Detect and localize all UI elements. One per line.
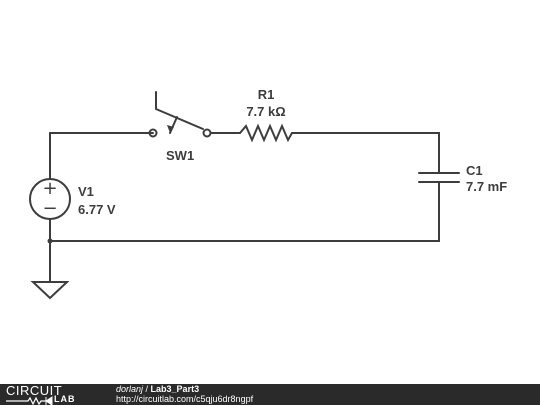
capacitor-value: 7.7 mF — [466, 179, 507, 194]
wire-bottom — [49, 181, 440, 242]
footer-bar: CIRCUIT LAB dorlanj / Lab3_Part3 http://… — [0, 384, 540, 405]
capacitor-label: C1 — [466, 163, 483, 178]
logo-text-top: CIRCUIT — [6, 383, 63, 398]
capacitor-c1[interactable] — [418, 172, 460, 183]
circuitlab-logo[interactable]: CIRCUIT LAB — [4, 383, 104, 405]
path-separator: / — [143, 384, 151, 394]
resistor-label: R1 — [258, 87, 275, 102]
switch-sw1[interactable] — [148, 91, 212, 138]
ground-symbol[interactable] — [30, 281, 70, 300]
junction-node — [47, 238, 53, 244]
resistor-r1[interactable] — [239, 123, 293, 143]
circuit-title[interactable]: Lab3_Part3 — [150, 384, 200, 394]
source-value: 6.77 V — [78, 202, 116, 217]
source-minus-sign: − — [42, 198, 57, 219]
circuit-url[interactable]: http://circuitlab.com/c5qju6dr8ngpf — [116, 394, 254, 404]
switch-label: SW1 — [166, 148, 194, 163]
source-plus-sign: + — [42, 178, 57, 199]
logo-resistor-icon — [6, 396, 53, 405]
schematic-canvas: + − SW1 R1 7.7 kΩ C1 7.7 mF V1 6.77 V — [29, 87, 507, 300]
resistor-value: 7.7 kΩ — [246, 104, 285, 119]
author-link[interactable]: dorlanj — [116, 384, 144, 394]
source-label: V1 — [78, 184, 94, 199]
wire-resistor-capacitor — [291, 132, 440, 174]
logo-text-bottom: LAB — [54, 394, 76, 404]
footer-author-title: dorlanj / Lab3_Part3 — [116, 384, 199, 394]
